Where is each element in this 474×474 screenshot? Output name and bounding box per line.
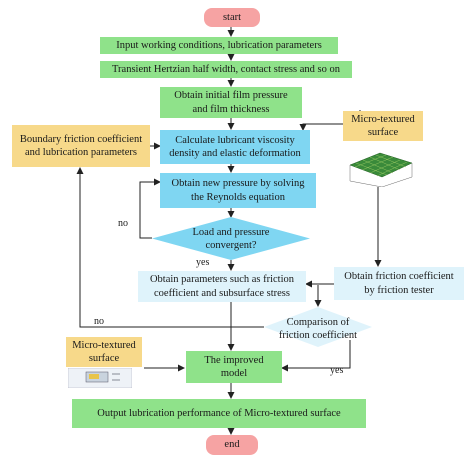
convergence-diamond bbox=[152, 217, 310, 260]
friction-params-line1: Obtain parameters such as friction bbox=[149, 274, 295, 286]
start-label: start bbox=[222, 11, 242, 23]
input-node: Input working conditions, lubrication pa… bbox=[100, 37, 338, 54]
end-label: end bbox=[224, 439, 240, 451]
calc-viscosity-line1: Calculate lubricant viscosity bbox=[175, 134, 295, 146]
initial-pressure-line1: Obtain initial film pressure bbox=[174, 90, 288, 102]
micro-textured-left-node: Micro-textured surface bbox=[66, 337, 142, 367]
micro-textured-right-line1: Micro-textured bbox=[351, 113, 415, 125]
textured-sample-image bbox=[68, 368, 132, 388]
boundary-friction-line2: and lubrication parameters bbox=[25, 147, 137, 158]
convergence-line2: convergent? bbox=[205, 240, 257, 252]
output-label: Output lubrication performance of Micro-… bbox=[97, 407, 341, 419]
improved-model-line2: model bbox=[220, 368, 248, 379]
micro-textured-left-line2: surface bbox=[88, 353, 120, 364]
new-pressure-node: Obtain new pressure by solving the Reyno… bbox=[160, 173, 316, 208]
friction-tester-node: Obtain friction coefficient by friction … bbox=[334, 267, 464, 300]
start-node: start bbox=[204, 8, 260, 27]
hertz-node: Transient Hertzian half width, contact s… bbox=[100, 61, 352, 78]
friction-params-line2: coefficient and subsurface stress bbox=[154, 287, 290, 299]
micro-textured-right-line2: surface bbox=[367, 127, 399, 138]
end-node: end bbox=[206, 435, 258, 455]
label-yes-comparison: yes bbox=[330, 365, 344, 376]
output-node: Output lubrication performance of Micro-… bbox=[72, 399, 366, 428]
boundary-friction-node: Boundary friction coefficient and lubric… bbox=[12, 125, 150, 167]
micro-textured-left-line1: Micro-textured bbox=[72, 339, 136, 351]
new-pressure-line1: Obtain new pressure by solving bbox=[171, 178, 305, 190]
improved-model-line1: The improved bbox=[204, 354, 264, 366]
surface-plot-image bbox=[340, 143, 420, 187]
label-no-comparison: no bbox=[94, 316, 104, 327]
improved-model-node: The improved model bbox=[186, 351, 282, 383]
comparison-line2: friction coefficient bbox=[278, 330, 358, 342]
convergence-line1: Load and pressure bbox=[192, 227, 270, 238]
initial-pressure-node: Obtain initial film pressure and film th… bbox=[160, 87, 302, 118]
calc-viscosity-line2: density and elastic deformation bbox=[169, 148, 301, 159]
friction-tester-line2: by friction tester bbox=[364, 284, 434, 296]
micro-textured-right-node: Micro-textured surface bbox=[343, 111, 423, 141]
hertz-label: Transient Hertzian half width, contact s… bbox=[112, 63, 340, 75]
label-yes-convergence: yes bbox=[196, 257, 210, 268]
friction-tester-line1: Obtain friction coefficient bbox=[344, 271, 454, 283]
convergence-text: Load and pressure convergent? bbox=[176, 226, 286, 252]
new-pressure-line2: the Reynolds equation bbox=[191, 191, 285, 203]
calc-viscosity-node: Calculate lubricant viscosity density an… bbox=[160, 130, 310, 164]
friction-params-node: Obtain parameters such as friction coeff… bbox=[138, 271, 306, 302]
comparison-line1: Comparison of bbox=[286, 317, 350, 328]
label-no-convergence: no bbox=[118, 218, 128, 229]
boundary-friction-line1: Boundary friction coefficient bbox=[19, 133, 143, 145]
comparison-text: Comparison of friction coefficient bbox=[274, 316, 362, 342]
input-label: Input working conditions, lubrication pa… bbox=[116, 39, 322, 51]
initial-pressure-line2: and film thickness bbox=[192, 103, 270, 115]
comparison-diamond bbox=[264, 307, 372, 347]
